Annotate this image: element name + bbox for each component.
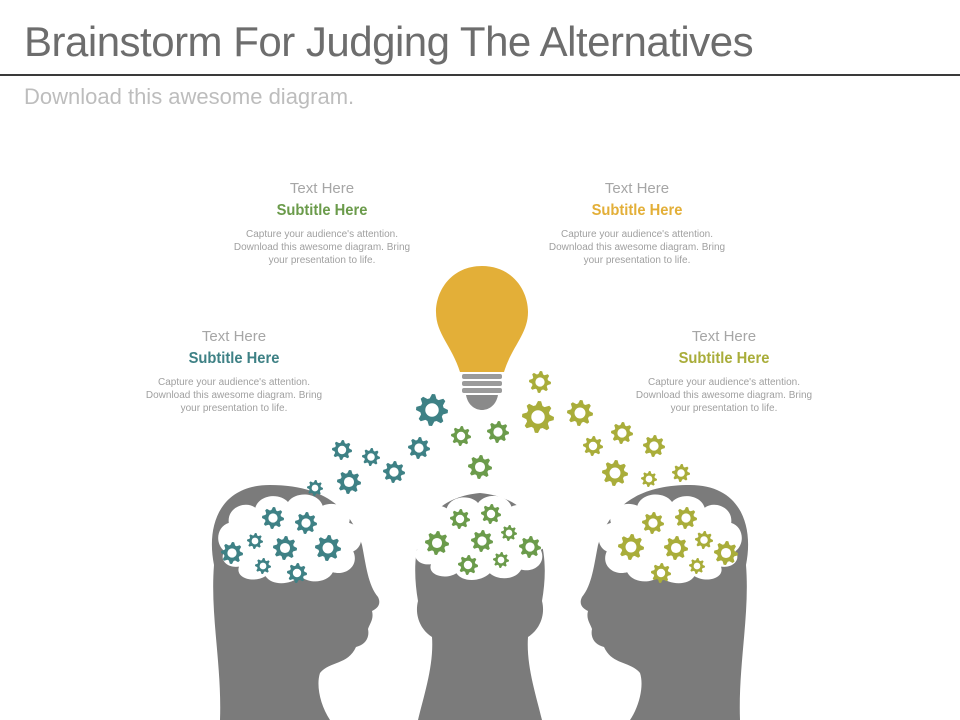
gear-hole [268, 513, 278, 523]
gear-hole [656, 568, 666, 578]
text-block-top-left: Text Here Subtitle Here Capture your aud… [212, 180, 432, 267]
gear-hole [693, 562, 701, 570]
title-divider [0, 74, 960, 76]
text-block-top-right: Text Here Subtitle Here Capture your aud… [527, 180, 747, 267]
gear-hole [311, 484, 319, 492]
gear-hole [648, 518, 658, 528]
gear-cluster [221, 371, 738, 583]
gear-hole [455, 514, 465, 524]
block-heading: Text Here [201, 328, 267, 345]
head-silhouette-icon [411, 493, 549, 720]
gear-hole [389, 467, 399, 477]
gear-hole [649, 441, 659, 451]
gear-hole [322, 542, 334, 554]
gear-hole [337, 445, 347, 455]
block-body: Capture your audience's attention.Downlo… [233, 229, 411, 266]
gear-hole [367, 453, 375, 461]
gear-hole [531, 410, 545, 424]
gear-hole [292, 568, 302, 578]
gear-hole [525, 542, 535, 552]
gear-hole [645, 475, 653, 483]
gear-hole [227, 548, 237, 558]
block-heading: Text Here [289, 180, 355, 197]
block-body: Capture your audience's attention.Downlo… [548, 229, 726, 266]
block-subtitle: Subtitle Here [276, 202, 368, 219]
gear-hole [301, 518, 311, 528]
block-body: Capture your audience's attention.Downlo… [145, 377, 323, 414]
gear-hole [677, 469, 685, 477]
gear-hole [414, 443, 424, 453]
gear-hole [463, 560, 473, 570]
gear-hole [474, 461, 486, 473]
gear-hole [720, 547, 732, 559]
gear-hole [670, 542, 682, 554]
block-subtitle: Subtitle Here [678, 350, 770, 367]
gear-hole [609, 467, 621, 479]
gear-hole [625, 541, 637, 553]
page-subtitle: Download this awesome diagram. [24, 84, 355, 109]
gear-hole [279, 542, 291, 554]
gear-hole [477, 536, 487, 546]
gear-hole [535, 377, 545, 387]
gear-hole [486, 509, 496, 519]
gear-hole [574, 407, 586, 419]
block-heading: Text Here [691, 328, 757, 345]
gear-hole [425, 403, 439, 417]
gear-hole [456, 431, 466, 441]
block-heading: Text Here [604, 180, 670, 197]
page-title: Brainstorm For Judging The Alternatives [24, 18, 754, 65]
text-block-middle-right: Text Here Subtitle Here Capture your aud… [614, 328, 834, 415]
block-subtitle: Subtitle Here [188, 350, 280, 367]
head-silhouette-icon [580, 485, 749, 720]
gear-hole [588, 441, 598, 451]
gear-hole [343, 476, 355, 488]
block-subtitle: Subtitle Here [591, 202, 683, 219]
gear-hole [259, 562, 267, 570]
head-silhouette-icon [211, 485, 380, 720]
gear-hole [431, 537, 443, 549]
gear-hole [493, 427, 503, 437]
gear-hole [505, 529, 513, 537]
lightbulb-icon [436, 266, 528, 410]
gear-hole [251, 537, 259, 545]
gear-hole [681, 513, 691, 523]
block-body: Capture your audience's attention.Downlo… [635, 377, 813, 414]
gear-hole [497, 556, 505, 564]
gear-hole [617, 428, 627, 438]
text-block-middle-left: Text Here Subtitle Here Capture your aud… [124, 328, 344, 415]
gear-hole [700, 536, 708, 544]
